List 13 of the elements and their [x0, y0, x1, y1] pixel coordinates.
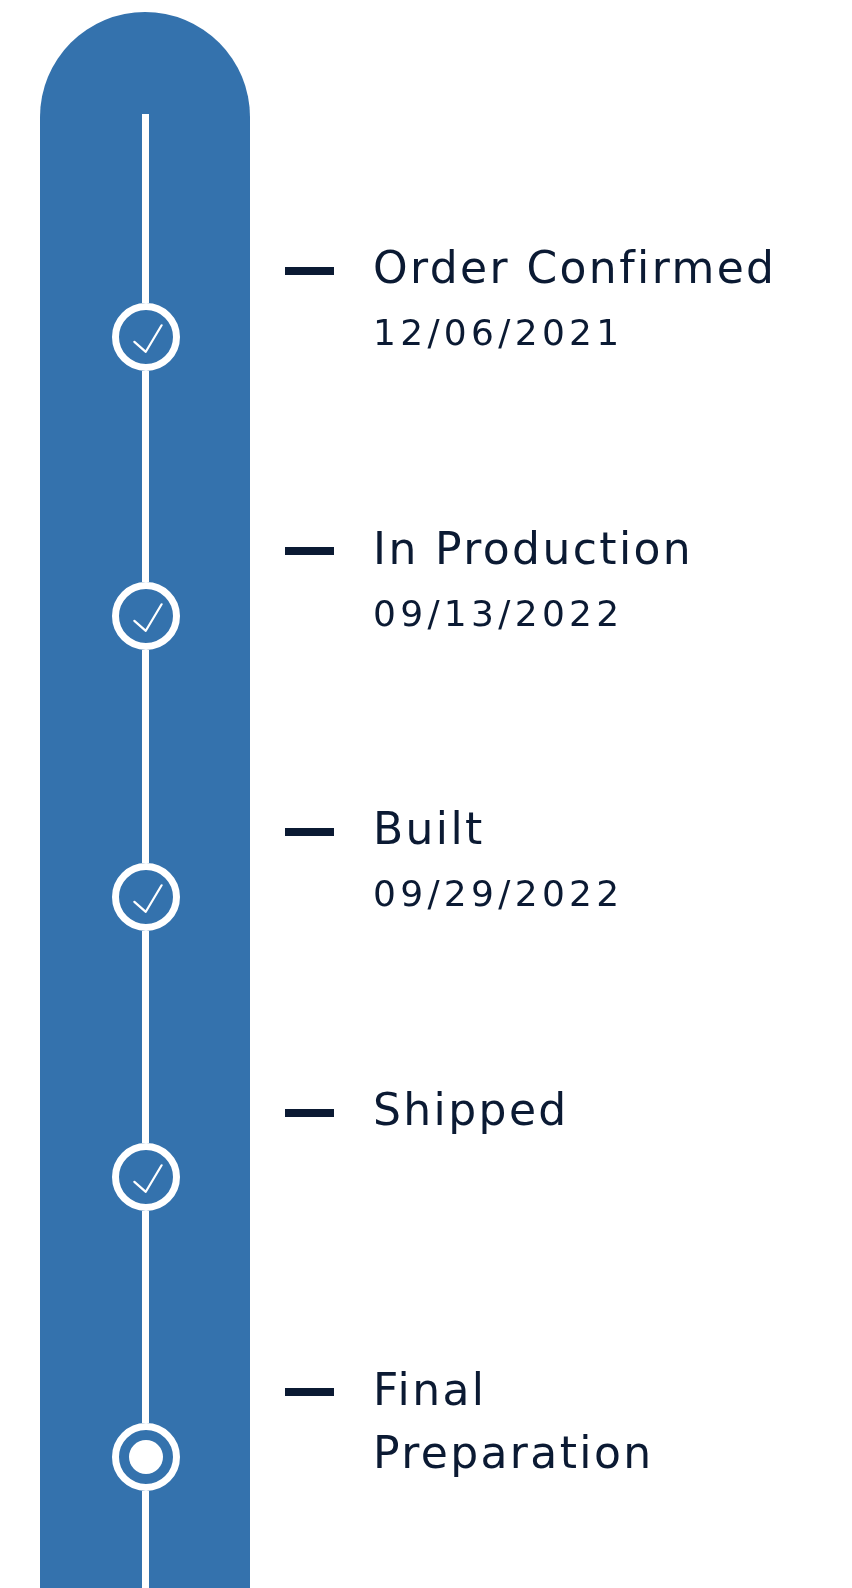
step-title: Shipped: [373, 1083, 570, 1137]
timeline-line: [142, 1211, 149, 1423]
timeline-line: [142, 371, 149, 582]
step-title: Built: [373, 802, 486, 856]
step-title: Order Confirmed: [373, 241, 778, 295]
timeline-line: [142, 650, 149, 863]
step-title: In Production: [373, 521, 695, 576]
timeline-line: [142, 1491, 149, 1588]
step-date: 09/13/2022: [373, 591, 624, 636]
step-date: 12/06/2021: [373, 311, 624, 355]
step-date: 09/29/2022: [373, 872, 624, 916]
timeline-line: [142, 931, 149, 1143]
step-title: Final Preparation: [373, 1362, 655, 1480]
